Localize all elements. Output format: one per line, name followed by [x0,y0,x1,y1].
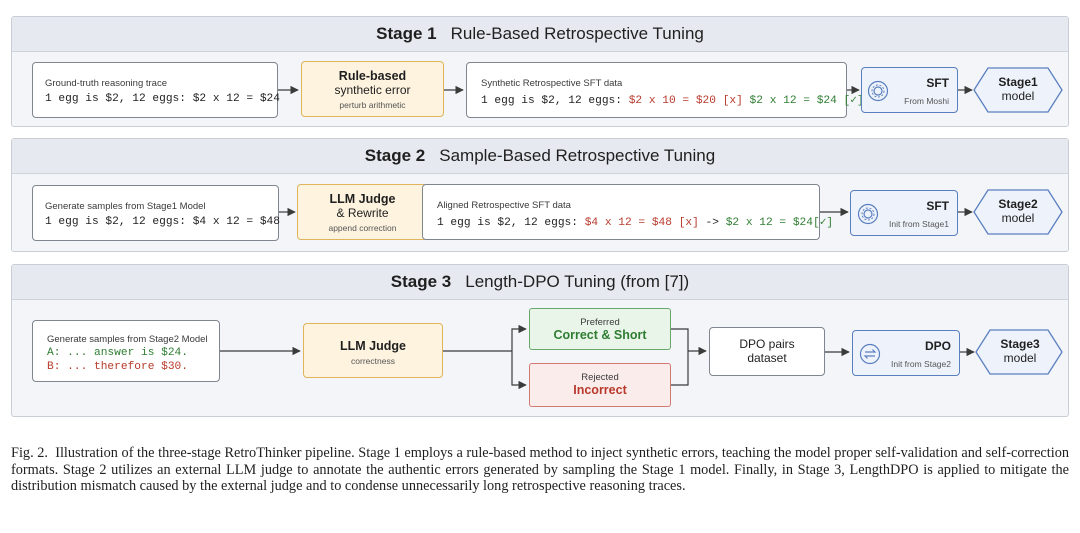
stage3-dpo-note: Init from Stage2 [890,359,951,369]
stage2-process-subtitle: & Rewrite [336,206,389,220]
stage1-process-subtitle: synthetic error [334,83,411,97]
stage2-title: Sample-Based Retrospective Tuning [439,146,716,165]
swap-icon [859,343,881,365]
stage2-input-label: Generate samples from Stage1 Model [45,201,206,212]
stage1-input-box: Ground-truth reasoning trace 1 egg is $2… [32,62,280,118]
stage2-model-title: Stage2 [998,197,1038,211]
stage3-input-line-b: B: ... therefore $30. [47,361,188,373]
stage1-process-title: Rule-based [338,69,407,83]
stage2-process-title: LLM Judge [329,192,396,206]
stage2-sft-box: SFT Init from Stage1 [850,190,958,236]
stage1-data-wrong: $2 x 10 = $20 [x] [628,95,743,107]
stage2-data-prefix: 1 egg is $2, 12 eggs: [437,217,585,229]
stage3-input-line-a: A: ... answer is $24. [47,347,188,359]
stage2-input-code: 1 egg is $2, 12 eggs: $4 x 12 = $48 [45,216,280,228]
stage3-process-note: correctness [351,356,395,366]
rejected-box: Rejected Incorrect [529,363,671,407]
dpo-pairs-box: DPO pairs dataset [709,327,825,376]
stage2-header: Stage 2 Sample-Based Retrospective Tunin… [12,139,1068,174]
stage1-process-box: Rule-based synthetic error perturb arith… [301,61,444,117]
stage1-process-note: perturb arithmetic [339,100,406,110]
gear-icon [867,80,889,102]
stage1-data-right: $2 x 12 = $24 [✓] [742,95,864,107]
stage1-sft-title: SFT [926,76,949,90]
stage3-header: Stage 3 Length-DPO Tuning (from [7]) [12,265,1068,300]
caption-text: Illustration of the three-stage RetroThi… [11,445,1070,494]
stage2-model-label: Stage2 model [976,197,1060,225]
stage3-model-label: Stage3 model [978,337,1062,365]
preferred-title: Correct & Short [553,328,647,342]
stage2-data-code: 1 egg is $2, 12 eggs: $4 x 12 = $48 [x] … [437,215,833,229]
stage3-model-sub: model [1003,351,1037,365]
stage1-model-sub: model [1001,89,1035,103]
stage1-model-title: Stage1 [998,75,1038,89]
dpo-pairs-line2: dataset [747,351,787,365]
stage1-data-box: Synthetic Retrospective SFT data 1 egg i… [466,62,864,118]
preferred-box: Preferred Correct & Short [529,308,671,350]
stage2-data-box: Aligned Retrospective SFT data 1 egg is … [422,184,833,240]
stage2-number: Stage 2 [364,146,426,165]
stage2-input-box: Generate samples from Stage1 Model 1 egg… [32,185,280,241]
stage1-data-label: Synthetic Retrospective SFT data [481,78,623,89]
stage1-model-label: Stage1 model [976,75,1060,103]
stage1-data-prefix: 1 egg is $2, 12 eggs: [481,95,629,107]
stage3-dpo-box: DPO Init from Stage2 [852,330,960,376]
stage3-input-box: Generate samples from Stage2 Model A: ..… [32,320,220,382]
stage3-dpo-title: DPO [924,339,951,353]
stage1-data-code: 1 egg is $2, 12 eggs: $2 x 10 = $20 [x] … [481,93,864,107]
stage3-process-box: LLM Judge correctness [303,323,443,378]
figure-caption: Fig. 2. Illustration of the three-stage … [11,445,1069,495]
stage1-input-label: Ground-truth reasoning trace [45,78,167,89]
stage2-data-mid: -> [698,217,726,229]
dpo-pairs-line1: DPO pairs [739,337,795,351]
stage1-header: Stage 1 Rule-Based Retrospective Tuning [12,17,1068,52]
rejected-title: Incorrect [573,383,627,397]
stage2-data-wrong: $4 x 12 = $48 [x] [584,217,699,229]
stage3-model-title: Stage3 [1000,337,1040,351]
stage1-sft-box: SFT From Moshi [861,67,958,113]
caption-lead: Fig. 2. [11,445,48,461]
stage1-sft-note: From Moshi [904,96,949,106]
stage3-number: Stage 3 [390,272,452,291]
stage2-sft-note: Init from Stage1 [888,219,949,229]
stage2-model-sub: model [1001,211,1035,225]
gear-icon [857,203,879,225]
stage2-data-right: $2 x 12 = $24[✓] [725,217,834,229]
stage3-input-label: Generate samples from Stage2 Model [47,334,208,345]
stage1-input-code: 1 egg is $2, 12 eggs: $2 x 12 = $24 [45,93,280,105]
stage3-process-title: LLM Judge [340,339,406,353]
stage1-number: Stage 1 [376,24,437,43]
stage3-title: Length-DPO Tuning (from [7]) [465,272,690,291]
rejected-label: Rejected [581,372,619,383]
stage2-process-box: LLM Judge & Rewrite append correction [297,184,428,240]
preferred-label: Preferred [580,317,620,328]
stage2-process-note: append correction [328,223,397,233]
stage2-data-label: Aligned Retrospective SFT data [437,200,571,211]
stage2-sft-title: SFT [926,199,949,213]
stage1-title: Rule-Based Retrospective Tuning [450,24,704,43]
